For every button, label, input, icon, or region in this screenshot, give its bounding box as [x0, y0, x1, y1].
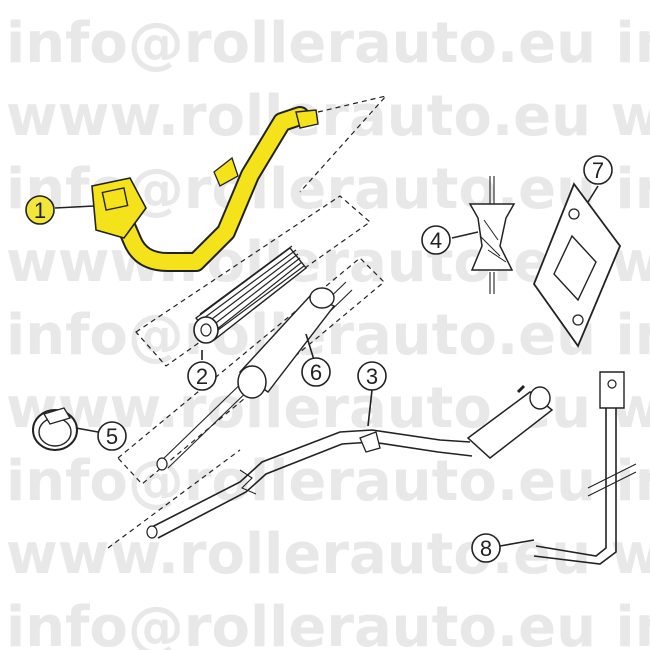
gasket[interactable] — [532, 182, 622, 348]
callout-2[interactable]: 2 — [187, 361, 217, 391]
front-pipe-highlighted[interactable] — [91, 106, 319, 272]
callout-label: 6 — [310, 360, 322, 385]
callout-label: 8 — [480, 536, 492, 561]
callout-8[interactable]: 8 — [471, 533, 501, 563]
pipe-dashed-guide — [299, 94, 388, 193]
centre-pipe[interactable] — [156, 281, 353, 471]
watermark-email-row: info@rollerauto.eu in — [6, 595, 650, 650]
rear-pipe[interactable] — [146, 384, 554, 539]
callout-label: 1 — [34, 198, 46, 223]
tail-pipe[interactable] — [533, 371, 637, 565]
flex-bellows[interactable] — [193, 245, 307, 344]
callout-1[interactable]: 1 — [25, 195, 55, 225]
part-6-dashed-box — [117, 257, 385, 485]
callout-label: 3 — [366, 364, 378, 389]
watermark-web-row: www.rollerauto.eu ww — [6, 84, 650, 149]
callout-6[interactable]: 6 — [301, 357, 331, 387]
callout-label: 4 — [430, 228, 442, 253]
callout-4[interactable]: 4 — [421, 225, 451, 255]
watermark-email-row: info@rollerauto.eu in — [6, 11, 650, 76]
rubber-mount[interactable] — [468, 176, 516, 294]
callout-label: 7 — [592, 158, 604, 183]
callout-label: 5 — [106, 424, 118, 449]
callout-label: 2 — [196, 364, 208, 389]
watermark: info@rollerauto.eu in www.rollerauto.eu … — [6, 11, 650, 650]
watermark-email-row: info@rollerauto.eu in — [6, 449, 650, 514]
callout-7[interactable]: 7 — [583, 155, 613, 185]
part-3-dashed-guide — [107, 449, 241, 549]
clamp-ring[interactable] — [32, 407, 78, 451]
part-2-dashed-box — [135, 195, 371, 367]
callout-5[interactable]: 5 — [97, 421, 127, 451]
callout-3[interactable]: 3 — [357, 361, 387, 391]
watermark-web-row: www.rollerauto.eu ww — [6, 522, 650, 587]
leader-lines — [54, 185, 599, 547]
